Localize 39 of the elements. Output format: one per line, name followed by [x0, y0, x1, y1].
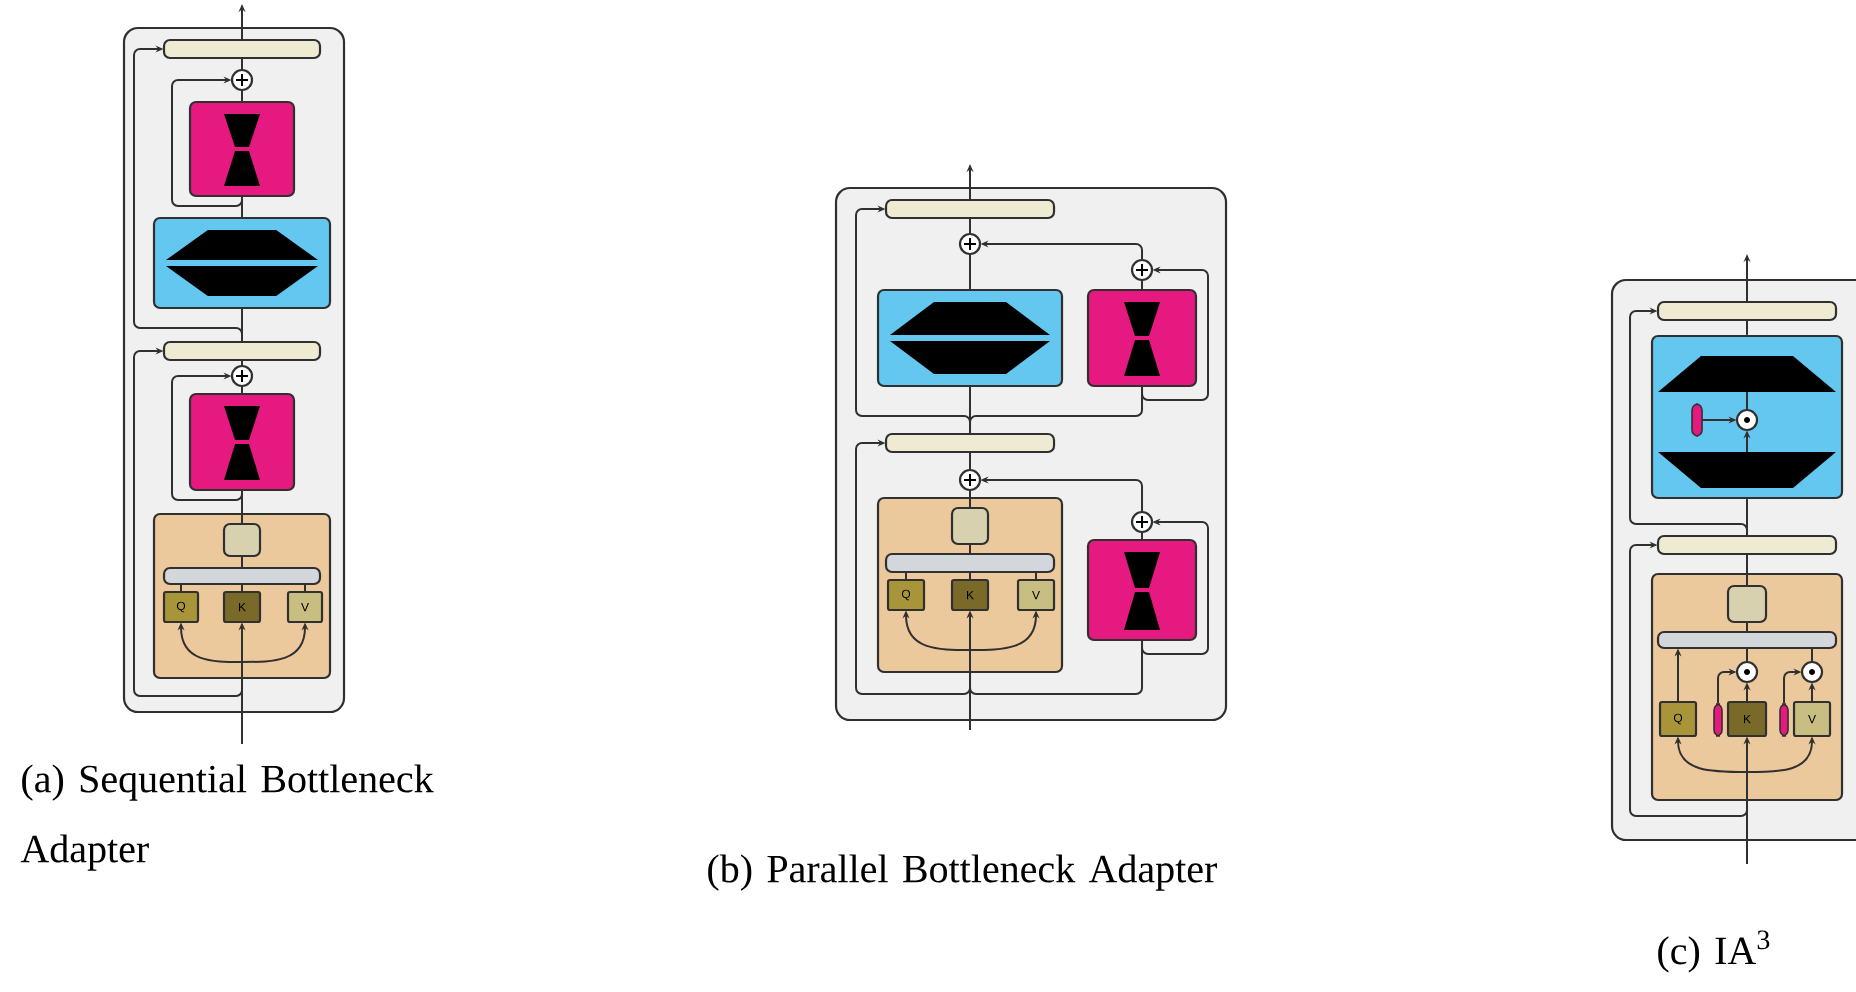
multiply-symbol [1735, 408, 1759, 432]
layer-norm-bar [1656, 300, 1838, 322]
output-square [950, 506, 990, 546]
concat-bar [884, 552, 1056, 574]
concat-bar [162, 566, 322, 586]
add-symbol [1130, 510, 1154, 534]
add-symbol [958, 232, 982, 256]
feed-forward-block [876, 288, 1064, 388]
adapter-block [188, 392, 296, 492]
layer-norm-bar [1656, 534, 1838, 556]
concat-bar [1656, 630, 1838, 650]
arrow [171, 372, 243, 501]
adapter-block [1086, 288, 1198, 388]
feed-forward-block [152, 216, 332, 310]
caption: (a) Sequential Bottleneck Adapter [20, 764, 434, 871]
layer-norm-bar [884, 198, 1056, 220]
add-symbol [230, 68, 254, 92]
scaling-vector [1713, 703, 1723, 737]
arrow [171, 76, 243, 207]
add-symbol [1130, 258, 1154, 282]
layer-norm-bar [162, 340, 322, 362]
multiply-symbol [1735, 660, 1759, 684]
scaling-vector [1691, 403, 1703, 437]
adapter-block [1086, 538, 1198, 642]
arrow [133, 347, 243, 697]
arrow [133, 45, 243, 343]
multiply-symbol [1800, 660, 1824, 684]
caption: (c) IA$^{3}$ [1658, 930, 1770, 973]
layer-norm-bar [162, 38, 322, 60]
arrow [855, 439, 971, 695]
feed-forward-block [1650, 334, 1844, 500]
arrow [1629, 541, 1748, 817]
add-symbol [230, 364, 254, 388]
scaling-vector [1779, 703, 1789, 737]
layer-norm-bar [884, 432, 1056, 454]
adapter-block [188, 100, 296, 198]
output-square [1726, 584, 1768, 624]
caption: (b) Parallel Bottleneck Adapter [708, 854, 1217, 891]
add-symbol [958, 468, 982, 492]
